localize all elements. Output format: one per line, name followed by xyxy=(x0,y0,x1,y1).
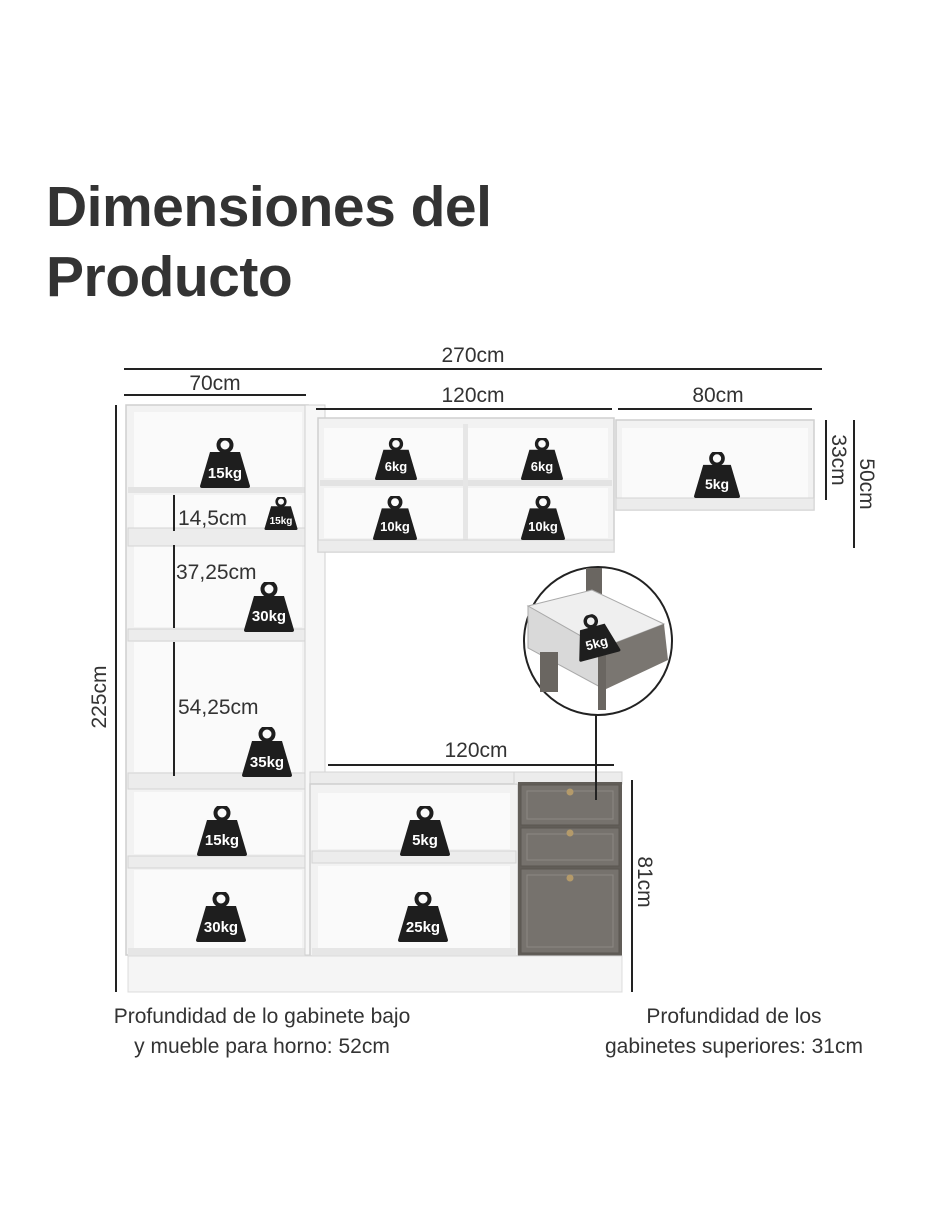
page-title: Dimensiones del Producto xyxy=(46,172,492,312)
lower-depth-line-2: y mueble para horno: 52cm xyxy=(134,1035,390,1058)
weight-base-top: 5kg xyxy=(412,832,438,849)
weight-tall-low: 35kg xyxy=(250,754,284,771)
shelf-gap-2-label: 37,25cm xyxy=(176,561,257,584)
total-width-label: 270cm xyxy=(441,344,504,367)
weight-upper-bottom-right: 10kg xyxy=(528,519,558,534)
title-line-2: Producto xyxy=(46,245,293,309)
weight-upper-bottom-left: 10kg xyxy=(380,519,410,534)
tall-cabinet xyxy=(125,404,326,956)
right-upper-height-label: 33cm xyxy=(827,434,850,485)
right-upper-width-label: 80cm xyxy=(692,384,743,407)
weight-upper-top-right: 6kg xyxy=(531,459,553,474)
dimension-lines xyxy=(115,368,855,992)
tall-width-label: 70cm xyxy=(189,372,240,395)
weight-tall-small: 15kg xyxy=(270,516,293,527)
weight-base-bottom: 25kg xyxy=(406,919,440,936)
weight-tall-base-bottom: 30kg xyxy=(204,919,238,936)
weight-tall-top: 15kg xyxy=(208,465,242,482)
weight-right-upper: 5kg xyxy=(705,476,729,492)
weight-upper-top-left: 6kg xyxy=(385,459,407,474)
drawer-unit xyxy=(513,771,623,956)
lower-depth-note: Profundidad de lo gabinete bajo y mueble… xyxy=(62,1002,462,1062)
title-line-1: Dimensiones del xyxy=(46,175,492,239)
lower-depth-line-1: Profundidad de lo gabinete bajo xyxy=(113,1005,411,1028)
counter-width-label: 120cm xyxy=(444,739,507,762)
right-upper-total-label: 50cm xyxy=(855,458,878,509)
upper-depth-note: Profundidad de los gabinetes superiores:… xyxy=(560,1002,908,1062)
weight-drawer: 5kg xyxy=(584,633,610,653)
total-height-label: 225cm xyxy=(88,665,111,728)
upper-cabinet xyxy=(317,417,615,553)
base-height-label: 81cm xyxy=(633,856,656,907)
weight-tall-base-top: 15kg xyxy=(205,832,239,849)
upper-width-label: 120cm xyxy=(441,384,504,407)
weight-icons: 15kg 15kg 30kg 35kg 15kg 30kg 6kg 6kg 10… xyxy=(194,438,742,942)
shelf-gap-3-label: 54,25cm xyxy=(178,696,259,719)
upper-depth-line-2: gabinetes superiores: 31cm xyxy=(605,1035,863,1058)
plinth xyxy=(127,955,623,993)
weight-tall-mid: 30kg xyxy=(252,608,286,625)
shelf-gap-1-label: 14,5cm xyxy=(178,507,247,530)
upper-depth-line-1: Profundidad de los xyxy=(646,1005,822,1028)
